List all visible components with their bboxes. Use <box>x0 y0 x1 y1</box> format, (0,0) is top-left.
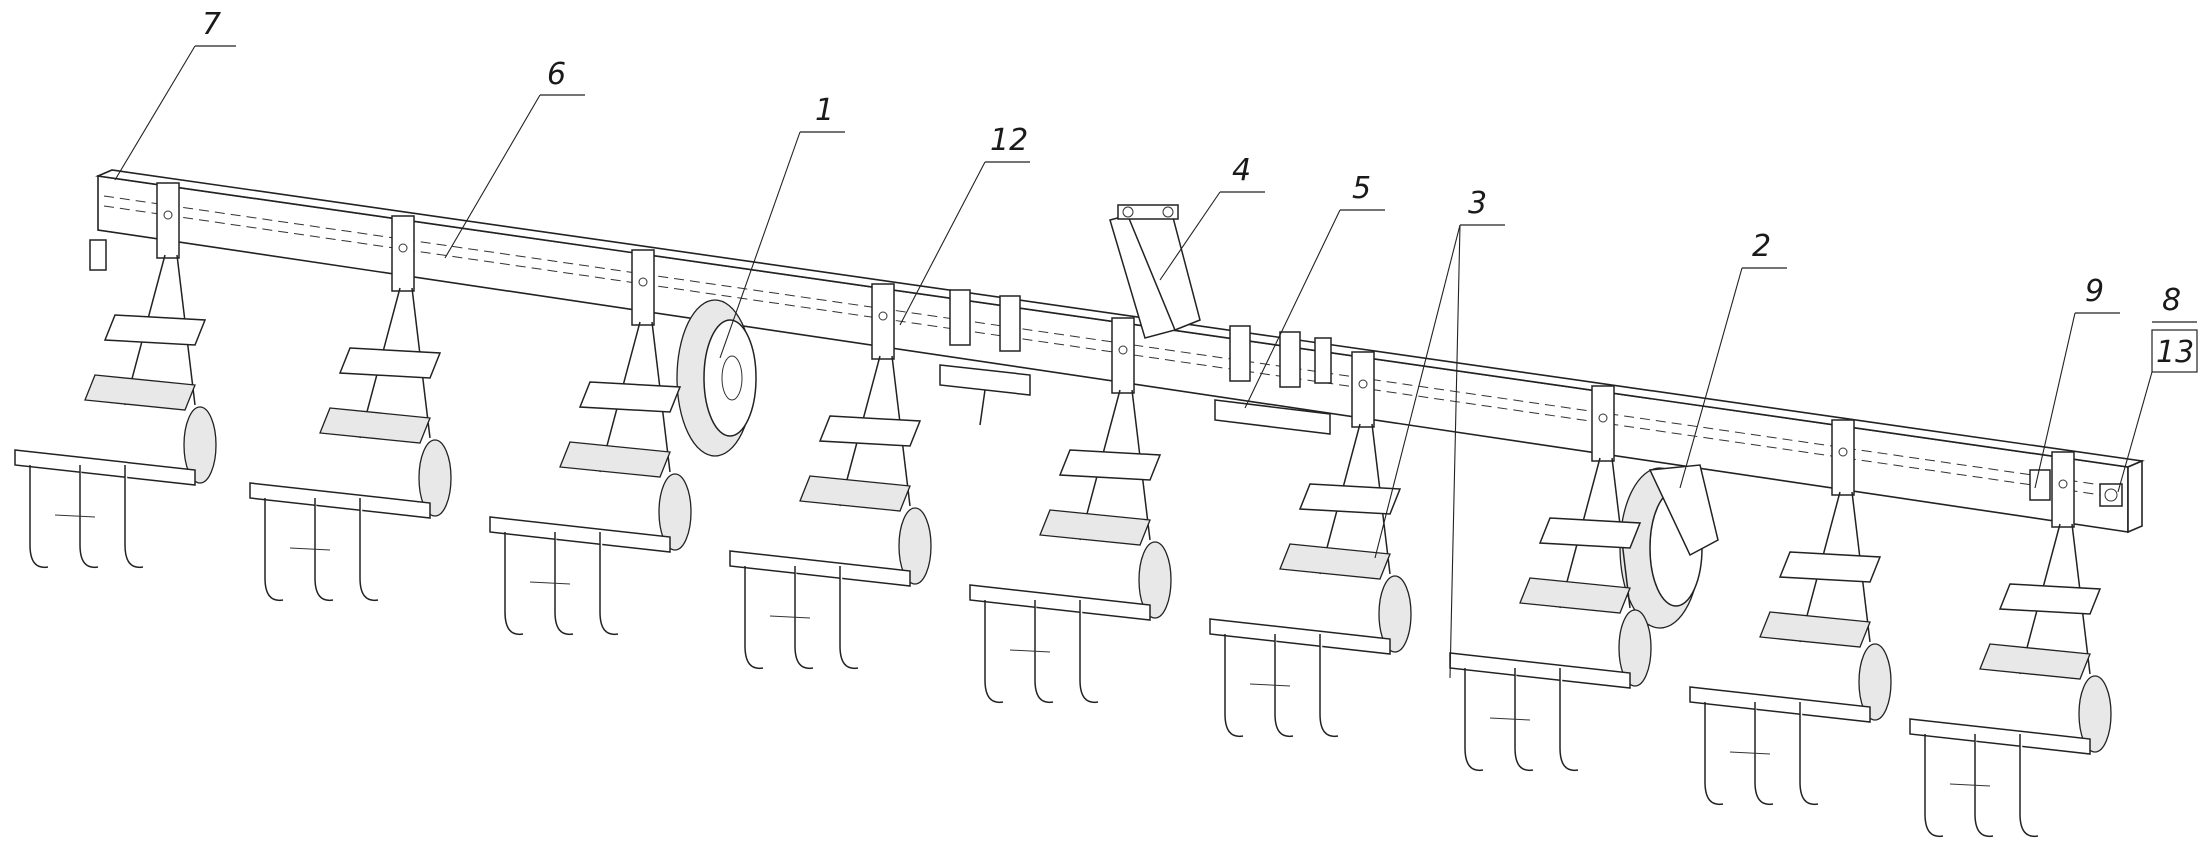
label-9: 9 <box>2085 274 2104 309</box>
label-3: 3 <box>1468 186 1487 221</box>
cultivator-section <box>489 249 692 636</box>
label-1: 1 <box>815 93 834 128</box>
label-7: 7 <box>202 7 221 42</box>
label-2: 2 <box>1752 229 1771 264</box>
leader-lines <box>114 45 2198 679</box>
label-8: 8 <box>2162 283 2181 318</box>
cultivator-sections <box>14 182 2112 838</box>
cultivator-section <box>249 215 452 602</box>
cultivator-section <box>969 317 1172 704</box>
callout-labels: 7 6 1 12 4 5 3 2 9 8 13 <box>202 7 2194 370</box>
support-wheel-2 <box>1619 464 1719 629</box>
cultivator-section <box>1689 419 1892 806</box>
label-4: 4 <box>1232 153 1251 188</box>
cultivator-section <box>1909 451 2112 838</box>
cultivator-section <box>1449 385 1652 772</box>
hitch-tower <box>1109 204 1201 339</box>
label-13: 13 <box>2156 335 2194 370</box>
cultivator-section <box>14 182 217 569</box>
cultivator-section <box>1209 351 1412 738</box>
cultivator-section <box>729 283 932 670</box>
marker-brackets <box>939 289 1332 435</box>
support-wheel-1 <box>676 299 757 457</box>
label-5: 5 <box>1352 171 1371 206</box>
label-6: 6 <box>547 57 566 92</box>
label-12: 12 <box>990 123 1028 158</box>
